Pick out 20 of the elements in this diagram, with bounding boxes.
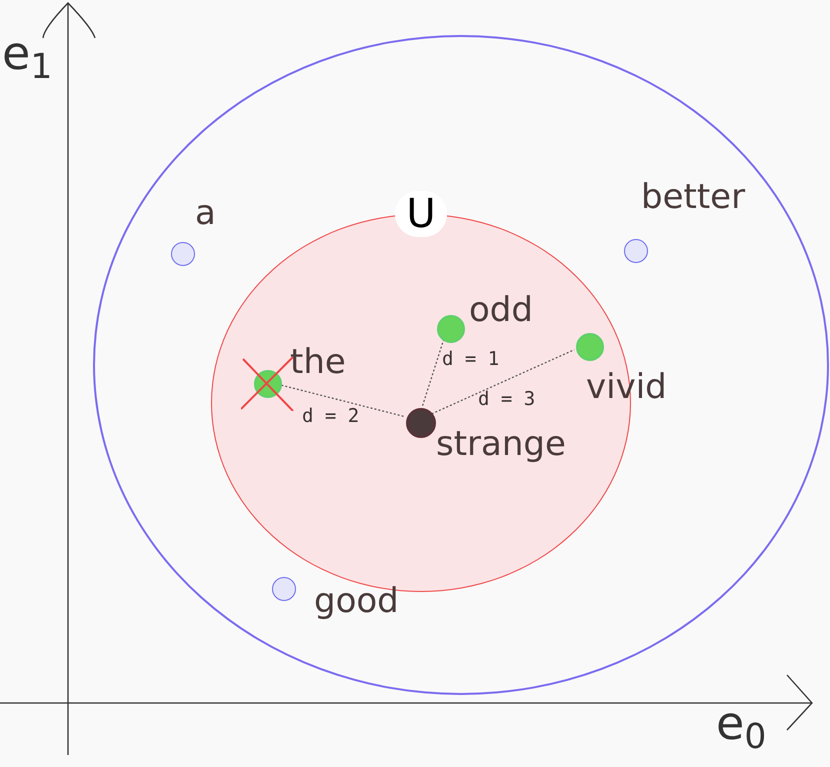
- point-dot: [576, 333, 604, 361]
- edge-label: d = 3: [478, 390, 536, 409]
- word-label: odd: [469, 293, 533, 327]
- axis-label: e$_{0}$: [716, 700, 766, 746]
- word-label: good: [314, 584, 399, 618]
- point-dot: [406, 408, 436, 438]
- point-dot: [624, 239, 648, 263]
- word-label: better: [641, 180, 746, 214]
- set-label: U: [395, 191, 447, 237]
- point-dot: [437, 315, 465, 343]
- word-label: a: [195, 196, 216, 230]
- edge-label: d = 2: [302, 407, 360, 426]
- axis-label: e$_{1}$: [2, 30, 52, 76]
- distance-line: [431, 349, 574, 414]
- word-label: the: [290, 345, 346, 379]
- point-dot: [171, 242, 195, 266]
- point-dot: [272, 577, 296, 601]
- distance-line: [422, 339, 444, 406]
- word-label: strange: [436, 427, 566, 461]
- edge-label: d = 1: [442, 350, 500, 369]
